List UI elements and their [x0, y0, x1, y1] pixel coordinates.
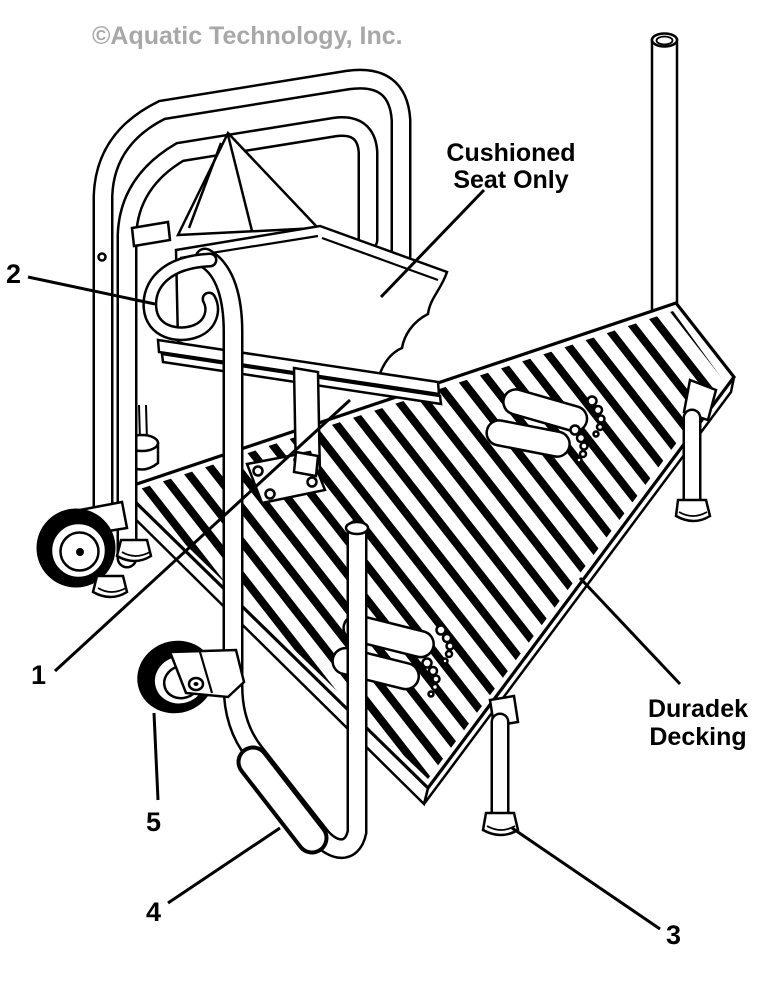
callout-cushioned-seat-line2: Seat Only	[453, 166, 568, 194]
leader-line-3	[511, 826, 661, 931]
leader-line-1	[53, 398, 352, 673]
rear-leg	[674, 378, 718, 523]
leg-foot	[91, 574, 129, 599]
handle-frame	[92, 68, 412, 531]
transport-wheel	[36, 500, 129, 588]
leader-line-5	[152, 712, 160, 801]
receiver-tube-opening	[344, 520, 370, 536]
callout-2: 2	[6, 259, 21, 289]
caster-wheel	[137, 640, 246, 714]
leg-foot	[481, 811, 520, 837]
watermark-text: ©Aquatic Technology, Inc.	[92, 22, 403, 50]
handle-frame-near-rail	[116, 116, 379, 569]
callout-duradek-line2: Decking	[649, 723, 746, 751]
callout-cushioned-seat-line1: Cushioned	[446, 139, 575, 167]
front-leg	[481, 694, 520, 837]
frame-bolt	[97, 252, 107, 262]
callout-3: 3	[666, 920, 681, 950]
seat-post	[245, 366, 327, 505]
grip-sleeve	[236, 745, 329, 855]
callout-duradek-line1: Duradek	[648, 695, 748, 723]
leg-foot	[674, 498, 712, 523]
leader-line-2	[27, 275, 156, 306]
lower-frame-tube	[194, 247, 370, 859]
leg-foot	[115, 538, 153, 563]
guide-pole	[650, 32, 679, 314]
hook	[142, 252, 220, 342]
callout-5: 5	[146, 807, 161, 837]
frame-bracket	[130, 220, 172, 248]
callout-1: 1	[31, 660, 46, 690]
leader-line-duradek	[578, 576, 682, 686]
leader-line-4	[167, 826, 281, 905]
callout-4: 4	[146, 897, 161, 927]
leader-line-cushioned-seat	[379, 188, 486, 299]
wheel-hub	[76, 548, 84, 556]
footprints-upper	[485, 388, 606, 464]
seat-backrest	[175, 130, 321, 237]
